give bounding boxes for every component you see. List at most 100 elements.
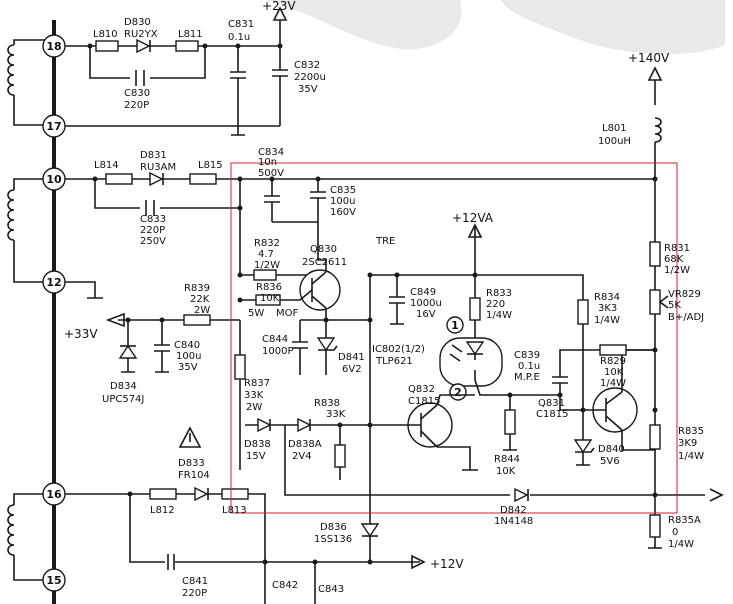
L811-label: L811 <box>178 29 203 40</box>
plus33v-label: +33V <box>64 327 98 341</box>
watermark-shapes <box>265 0 725 55</box>
R832-label: R832 <box>254 238 280 249</box>
Q831-label: Q831 <box>538 398 565 409</box>
R835-label: R835 <box>678 426 704 437</box>
pin-18: 18 <box>42 34 66 58</box>
C839-value: 0.1u <box>518 361 540 372</box>
C832-value: 2200u <box>294 72 326 83</box>
R835-power: 1/4W <box>678 451 704 462</box>
L815-label: L815 <box>198 160 223 171</box>
L812-label: L812 <box>150 505 175 516</box>
pin-12: 12 <box>42 270 66 294</box>
R835A-power: 1/4W <box>668 539 694 550</box>
tre-mark: TRE <box>375 236 395 247</box>
D840-label: D840 <box>598 444 625 455</box>
R844-value: 10K <box>496 466 516 477</box>
C840-value: 100u <box>176 351 201 362</box>
VR829-label: VR829 <box>668 289 701 300</box>
pin-10-label: 10 <box>46 173 62 186</box>
C835-voltage: 160V <box>330 207 356 218</box>
highlight-box <box>230 162 678 514</box>
C835-label: C835 <box>330 185 356 196</box>
plus12v-label: +12V <box>430 557 464 571</box>
R844-label: R844 <box>494 454 520 465</box>
pin-10: 10 <box>42 167 66 191</box>
R834-power: 1/4W <box>594 315 620 326</box>
Q832-label: Q832 <box>408 384 435 395</box>
C844-label: C844 <box>262 334 288 345</box>
C840-voltage: 35V <box>178 362 198 373</box>
L801-value: 100uH <box>598 136 631 147</box>
VR829-type: B+/ADJ <box>668 312 704 323</box>
R834-value: 3K3 <box>598 303 617 314</box>
R832-power: 1/2W <box>254 260 280 271</box>
C843-label: C843 <box>318 584 344 595</box>
D838-value: 15V <box>246 451 266 462</box>
R836-label: R836 <box>256 282 282 293</box>
R837-power: 2W <box>246 402 262 413</box>
Q830-label: Q830 <box>310 244 337 255</box>
callout-1-label: 1 <box>451 319 459 332</box>
R838-value: 33K <box>326 409 346 420</box>
pin-17-label: 17 <box>46 120 61 133</box>
pin10-section <box>65 171 655 299</box>
R833-value: 220 <box>486 299 505 310</box>
C844-value: 1000P <box>262 346 293 357</box>
transformer-windings <box>7 39 48 581</box>
D831-label: D831 <box>140 150 167 161</box>
R829-value: 10K <box>604 367 624 378</box>
R835A-value: 0 <box>672 527 678 538</box>
C830-label: C830 <box>124 88 150 99</box>
D841-value: 6V2 <box>342 364 362 375</box>
plus12va-label: +12VA <box>452 211 494 225</box>
pin-18-label: 18 <box>46 40 61 53</box>
C840-label: C840 <box>174 340 200 351</box>
D831-type: RU3AM <box>140 162 176 173</box>
C839-label: C839 <box>514 350 540 361</box>
plus12va-section: 1 2 <box>370 223 589 401</box>
q831-section <box>520 344 655 466</box>
C830-value: 220P <box>124 100 149 111</box>
C849-value: 1000u <box>410 298 442 309</box>
C833-voltage: 250V <box>140 236 166 247</box>
q832-section <box>239 392 517 496</box>
pin-15-label: 15 <box>46 574 61 587</box>
component-labels: L810 D830 RU2YX L811 C831 0.1u C832 2200… <box>93 17 704 599</box>
Q832-type: C1815 <box>408 396 440 407</box>
R839-value: 22K <box>190 294 210 305</box>
q830-section <box>234 222 373 510</box>
C835-value: 100u <box>330 196 355 207</box>
C833-label: C833 <box>140 214 166 225</box>
R829-label: R829 <box>600 356 626 367</box>
D838-label: D838 <box>244 439 271 450</box>
C834-value: 10n <box>258 157 277 168</box>
R838-label: R838 <box>314 398 340 409</box>
pin-15: 15 <box>42 568 66 592</box>
plus33v-section <box>105 312 240 373</box>
D833-type: FR104 <box>178 470 210 481</box>
C842-label: C842 <box>272 580 298 591</box>
R833-label: R833 <box>486 288 512 299</box>
C831-value: 0.1u <box>228 32 250 43</box>
R833-power: 1/4W <box>486 310 512 321</box>
plus140v-label: +140V <box>628 51 670 65</box>
D841-label: D841 <box>338 352 365 363</box>
D840-value: 5V6 <box>600 456 620 467</box>
pin-16-label: 16 <box>46 488 62 501</box>
VR829-value: 5K <box>668 300 681 311</box>
L813-label: L813 <box>222 505 247 516</box>
Q831-type: C1815 <box>536 409 568 420</box>
plus23v-label: +23V <box>262 0 296 13</box>
pin-16: 16 <box>42 482 66 506</box>
C849-voltage: 16V <box>416 309 436 320</box>
C832-label: C832 <box>294 60 320 71</box>
L801-label: L801 <box>602 123 627 134</box>
R831-label: R831 <box>664 243 690 254</box>
L810-label: L810 <box>93 29 118 40</box>
D830-type: RU2YX <box>124 29 158 40</box>
R831-power: 1/2W <box>664 265 690 276</box>
C841-label: C841 <box>182 576 208 587</box>
R831-value: 68K <box>664 254 684 265</box>
D842-label: D842 <box>500 505 527 516</box>
D830-label: D830 <box>124 17 151 28</box>
